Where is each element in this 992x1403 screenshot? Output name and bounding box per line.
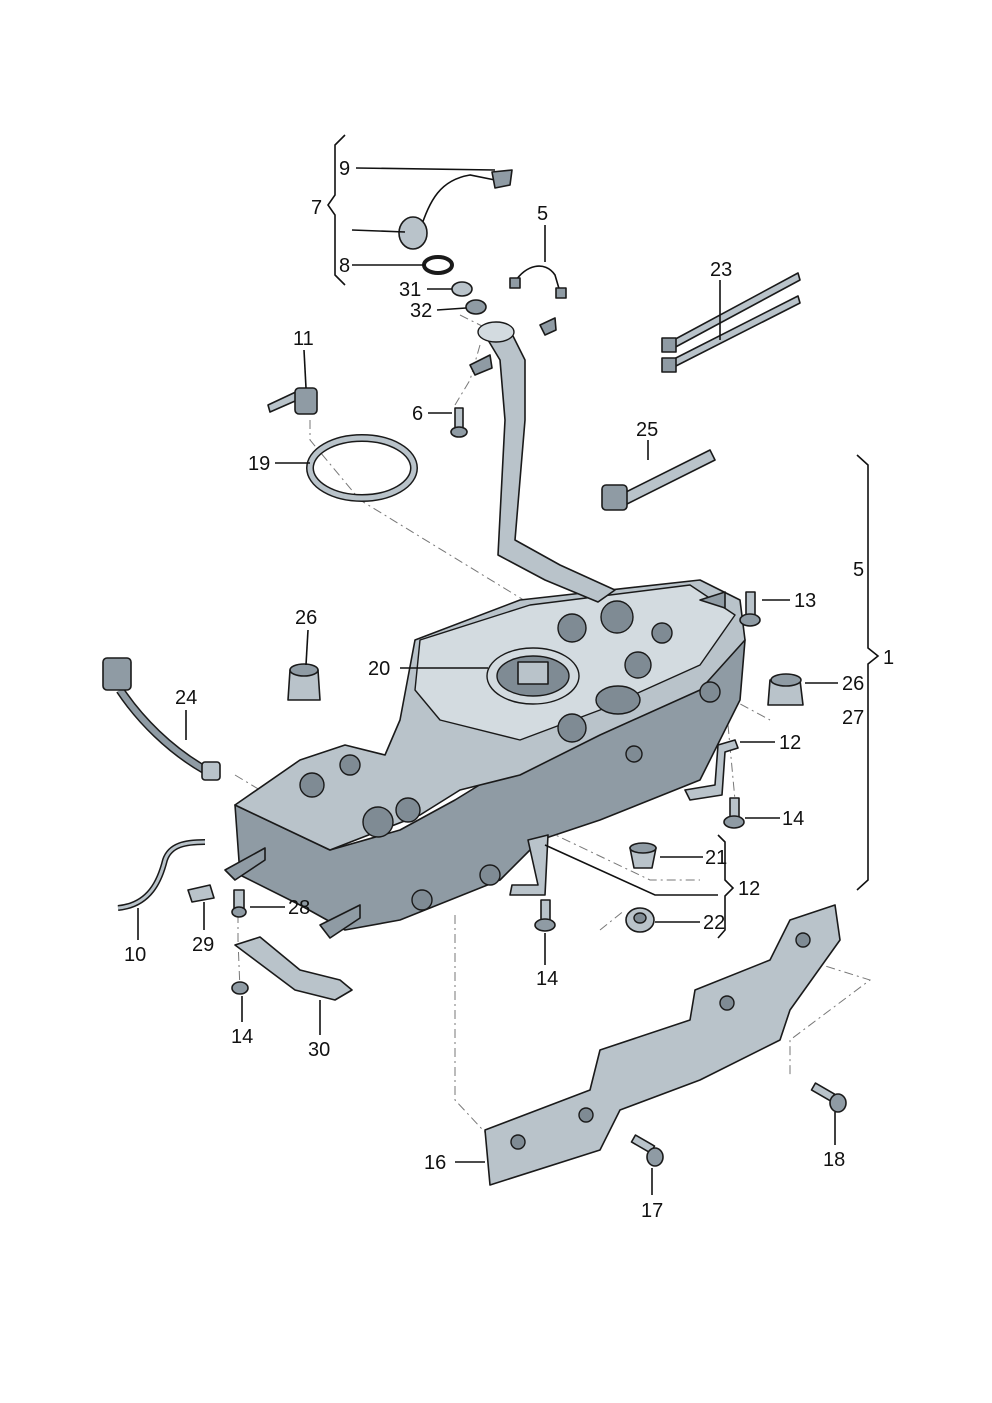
callout-1: 1 xyxy=(883,647,894,669)
callout-20: 20 xyxy=(368,658,390,680)
filler-neck xyxy=(469,317,616,603)
callout-9: 9 xyxy=(339,158,350,180)
callout-21: 21 xyxy=(705,847,727,869)
hose-24 xyxy=(102,657,221,781)
callout-18-left: 17 xyxy=(641,1200,663,1222)
tank-strap xyxy=(684,739,739,801)
callout-6: 6 xyxy=(412,403,423,425)
screw xyxy=(450,407,468,438)
bolt-mid-right xyxy=(723,797,745,829)
bracket-30 xyxy=(234,936,353,1001)
brace-group-1 xyxy=(856,454,880,891)
bolt-bottom xyxy=(534,899,556,932)
leader-lines xyxy=(137,167,838,1195)
callout-12: 12 xyxy=(738,878,760,900)
locking-ring xyxy=(306,434,418,502)
callout-28: 28 xyxy=(288,897,310,919)
callout-8: 8 xyxy=(339,255,350,277)
callout-19: 19 xyxy=(248,453,270,475)
callout-32: 32 xyxy=(410,300,432,322)
callout-11: 11 xyxy=(293,328,314,350)
sender-unit xyxy=(398,169,513,315)
brace-group-12 xyxy=(717,834,735,939)
callout-27: 27 xyxy=(842,707,864,729)
callout-26-left: 26 xyxy=(295,607,317,629)
callout-5-right: 5 xyxy=(853,559,864,581)
callout-14-bottom: 14 xyxy=(536,968,558,990)
callout-29: 29 xyxy=(192,934,214,956)
nut-16 xyxy=(231,981,249,995)
callout-23: 23 xyxy=(710,259,732,281)
callout-30: 30 xyxy=(308,1039,330,1061)
brace-group-7 xyxy=(327,134,346,286)
fuel-tank xyxy=(224,579,746,939)
rubber-buffer-right xyxy=(767,673,804,706)
callout-14-mid: 14 xyxy=(782,808,804,830)
callout-26-right: 26 xyxy=(842,673,864,695)
fuel-pump-flange xyxy=(486,647,580,705)
grommet-22 xyxy=(625,907,655,933)
cable-ties xyxy=(661,272,801,373)
vent-valve xyxy=(267,387,318,415)
callout-16: 14 xyxy=(231,1026,253,1048)
clip-29 xyxy=(187,884,215,903)
callout-18-right: 18 xyxy=(823,1149,845,1171)
tank-strap-lower xyxy=(509,834,549,896)
callout-22: 22 xyxy=(703,912,725,934)
bolt-top-right xyxy=(739,591,761,627)
callout-14-top: 13 xyxy=(794,590,816,612)
callout-24: 24 xyxy=(175,687,197,709)
callout-31: 31 xyxy=(399,279,421,301)
callout-10: 10 xyxy=(124,944,146,966)
screw-18-left xyxy=(630,1134,664,1167)
screw-18-right xyxy=(810,1082,847,1113)
bolt-28 xyxy=(231,889,247,918)
grommet-21 xyxy=(629,842,657,869)
wiring-harness-small xyxy=(509,265,567,299)
callout-labels: 9 7 8 31 32 5 11 6 19 23 25 5 1 26 27 13… xyxy=(124,158,894,1222)
callout-13: 12 xyxy=(779,732,801,754)
callout-17: 16 xyxy=(424,1152,446,1174)
rubber-buffer-left xyxy=(287,663,321,701)
hose-10 xyxy=(117,839,206,911)
cable-holder xyxy=(601,449,716,511)
callout-25: 25 xyxy=(636,419,658,441)
heat-shield xyxy=(484,904,841,1186)
callout-7: 7 xyxy=(311,197,322,219)
callout-5-top: 5 xyxy=(537,203,548,225)
